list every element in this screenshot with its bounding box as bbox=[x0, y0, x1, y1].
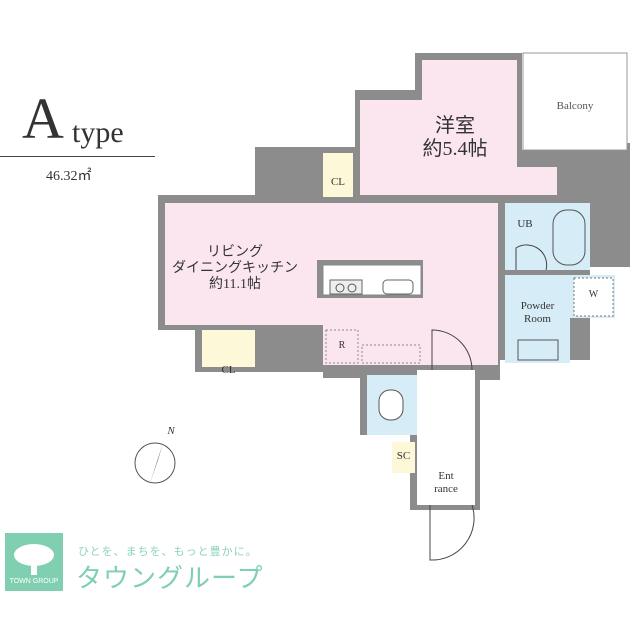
washer-space bbox=[573, 277, 614, 317]
entrance-line2: rance bbox=[434, 482, 458, 495]
vanity-icon bbox=[517, 339, 559, 361]
logo-name: タウングループ bbox=[76, 564, 264, 594]
ldk-line2: ダイニングキッチン bbox=[172, 261, 298, 277]
tree-logo-icon bbox=[5, 533, 63, 591]
title-divider bbox=[0, 156, 155, 157]
entrance-corridor bbox=[417, 370, 475, 505]
type-word: type bbox=[72, 116, 124, 149]
counter-space bbox=[361, 344, 421, 364]
closet-lower-label: CL bbox=[221, 364, 236, 376]
ldk-size: 約11.1帖 bbox=[209, 277, 261, 293]
entrance-label: Ent rance bbox=[417, 470, 475, 495]
balcony bbox=[522, 52, 628, 151]
bath-door-swing bbox=[515, 244, 548, 271]
logo-slogan: ひとを、まちを、もっと豊かに。 bbox=[78, 545, 258, 558]
shoe-closet bbox=[392, 442, 415, 473]
washer-label: W bbox=[588, 289, 599, 300]
compass-icon bbox=[134, 442, 176, 484]
ldk-label: リビング ダイニングキッチン 約11.1帖 bbox=[160, 245, 310, 293]
floor-area: 46.32㎡ bbox=[46, 169, 92, 184]
compass-north-label: N bbox=[167, 425, 175, 437]
stove-icon bbox=[329, 279, 363, 295]
fridge-label: R bbox=[338, 340, 346, 351]
bedroom bbox=[360, 60, 557, 195]
toilet-icon bbox=[378, 389, 404, 421]
powder-line1: Powder bbox=[520, 300, 555, 312]
powder-room-label: Powder Room bbox=[505, 300, 570, 325]
bathtub-icon bbox=[552, 209, 586, 266]
unit-bath-label: UB bbox=[517, 218, 533, 230]
bedroom-label: 洋室 約5.4帖 bbox=[400, 115, 510, 161]
bedroom-name: 洋室 bbox=[435, 115, 475, 137]
entry-door-swing bbox=[429, 504, 475, 561]
shoe-closet-label: SC bbox=[396, 450, 411, 462]
entrance-line1: Ent bbox=[438, 470, 454, 482]
closet-lower bbox=[202, 330, 255, 367]
closet-upper-label: CL bbox=[330, 176, 346, 188]
unit-bath bbox=[505, 203, 590, 270]
bedroom-size: 約5.4帖 bbox=[422, 138, 488, 160]
powder-line2: Room bbox=[524, 312, 551, 325]
closet-upper bbox=[323, 153, 353, 197]
balcony-label: Balcony bbox=[556, 100, 594, 112]
type-letter: A bbox=[22, 86, 64, 151]
sink-icon bbox=[382, 279, 414, 295]
fridge-space bbox=[325, 329, 359, 364]
door-swing bbox=[431, 329, 473, 371]
logo-emblem-text: TOWN GROUP bbox=[9, 578, 59, 585]
ldk-line1: リビング bbox=[207, 245, 263, 260]
